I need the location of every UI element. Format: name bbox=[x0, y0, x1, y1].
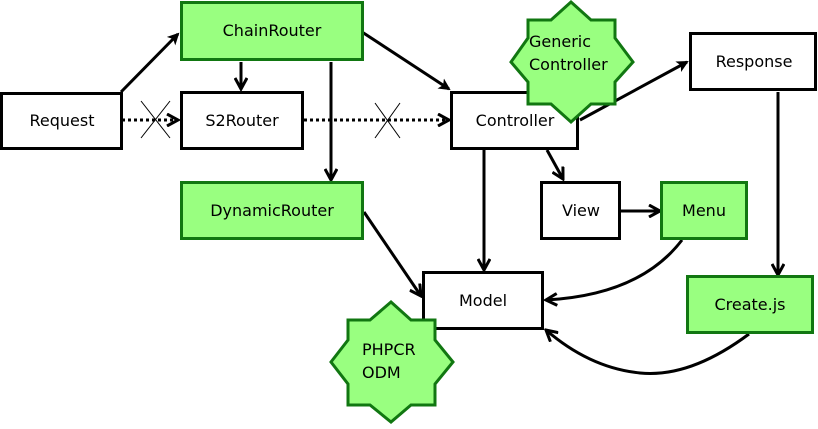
node-phpcr-odm-label-line1: PHPCR bbox=[362, 340, 416, 359]
node-createjs-label: Create.js bbox=[714, 295, 785, 314]
edge-controller-to-view bbox=[545, 149, 563, 179]
node-phpcr-odm-label-line2: ODM bbox=[362, 363, 401, 382]
edge-menu-to-model bbox=[546, 239, 684, 300]
node-view[interactable]: View bbox=[540, 181, 621, 240]
node-s2router[interactable]: S2Router bbox=[180, 91, 304, 150]
edge-request-to-chainrouter bbox=[119, 32, 180, 94]
node-response[interactable]: Response bbox=[689, 32, 817, 91]
edge-chainrouter-to-controller bbox=[361, 30, 451, 91]
node-response-label: Response bbox=[716, 52, 793, 71]
node-request-label: Request bbox=[30, 111, 95, 130]
node-controller-label: Controller bbox=[476, 111, 555, 130]
node-generic-controller-label-line2: Controller bbox=[529, 55, 608, 74]
node-generic-controller[interactable]: Generic Controller bbox=[509, 0, 635, 125]
node-request[interactable]: Request bbox=[0, 92, 123, 150]
node-dynamicrouter-label: DynamicRouter bbox=[210, 201, 334, 220]
node-view-label: View bbox=[562, 201, 600, 220]
edge-dynamicrouter-to-model bbox=[362, 211, 421, 296]
node-chainrouter-label: ChainRouter bbox=[223, 21, 322, 40]
edges bbox=[119, 30, 778, 375]
edge-createjs-to-model bbox=[546, 330, 750, 375]
node-menu-label: Menu bbox=[682, 201, 726, 220]
node-menu[interactable]: Menu bbox=[660, 181, 748, 240]
cross-mark-icon bbox=[140, 100, 171, 139]
node-model-label: Model bbox=[459, 291, 507, 310]
edge-controller-to-response bbox=[579, 60, 689, 122]
node-createjs[interactable]: Create.js bbox=[686, 275, 814, 334]
node-dynamicrouter[interactable]: DynamicRouter bbox=[180, 181, 364, 240]
cross-mark-icon bbox=[374, 102, 401, 139]
node-chainrouter[interactable]: ChainRouter bbox=[180, 1, 364, 61]
node-phpcr-odm[interactable]: PHPCR ODM bbox=[329, 300, 455, 424]
node-model[interactable]: Model bbox=[422, 271, 544, 330]
node-generic-controller-label-line1: Generic bbox=[529, 32, 591, 51]
node-s2router-label: S2Router bbox=[205, 111, 279, 130]
